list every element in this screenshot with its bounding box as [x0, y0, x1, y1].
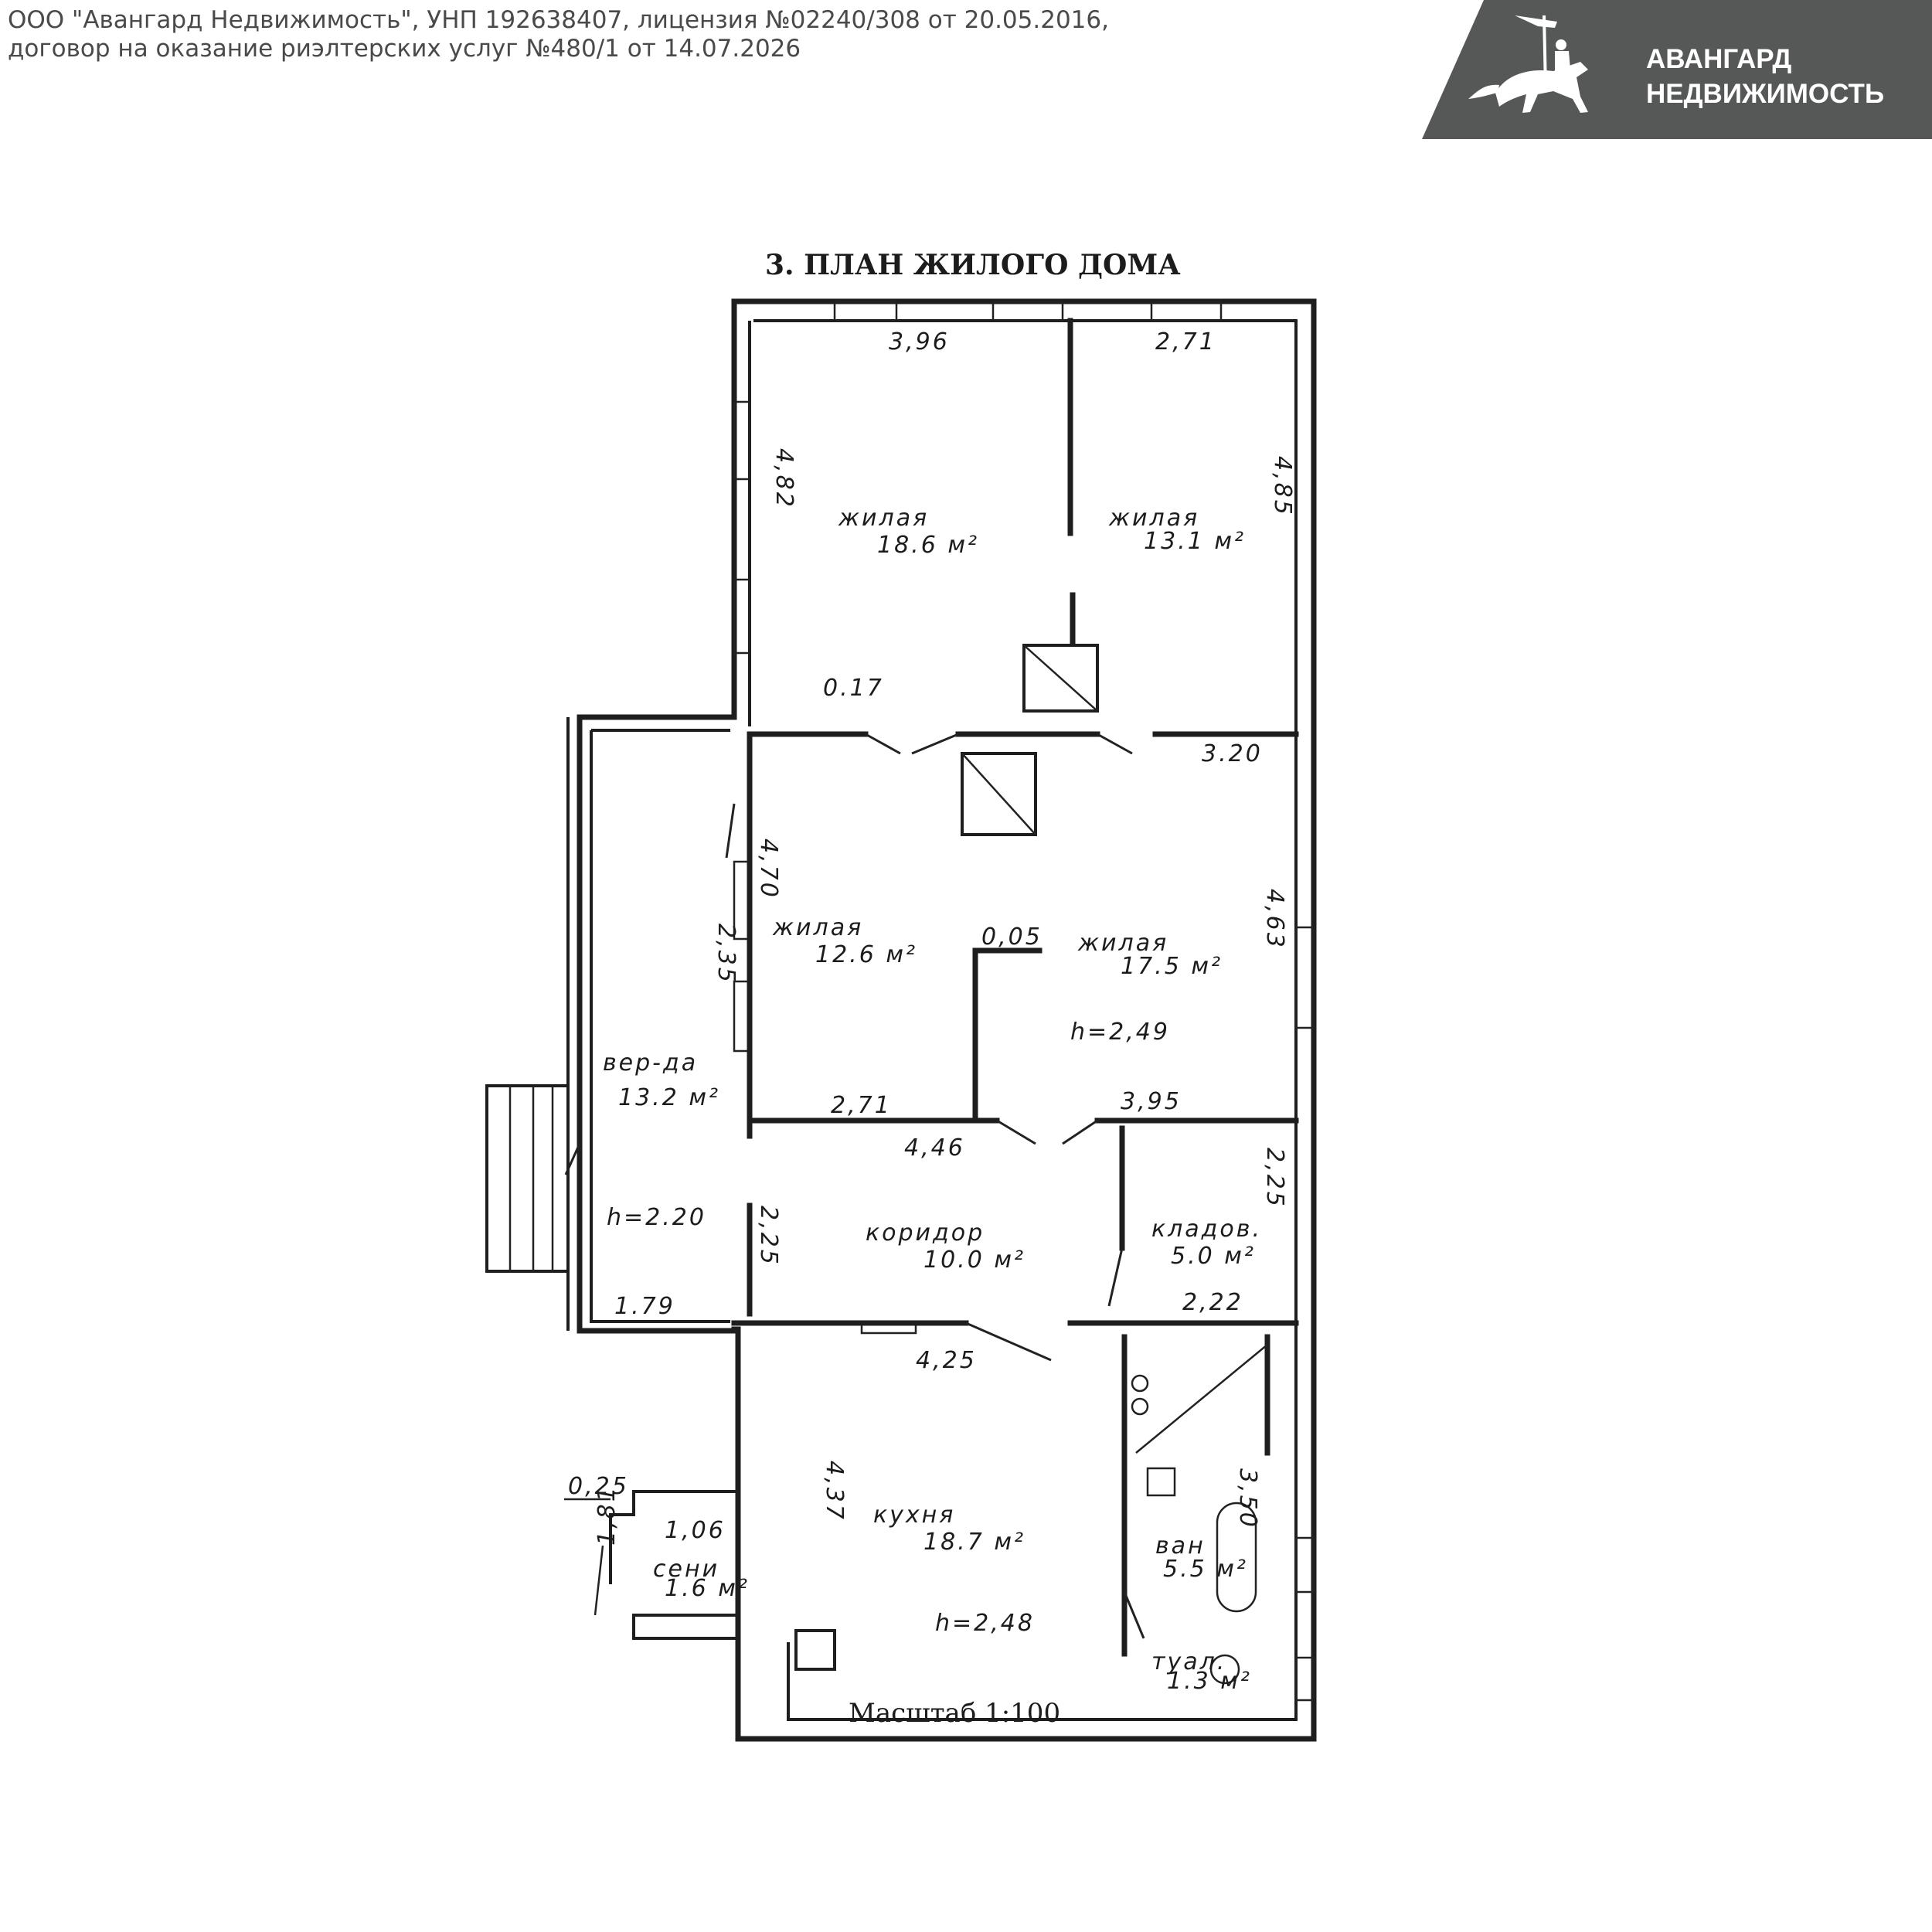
- logo-line-2: НЕДВИЖИМОСТЬ: [1646, 79, 1884, 109]
- room-name: жилая: [838, 505, 929, 532]
- room-area: 18.6 м²: [877, 532, 979, 559]
- license-line: ООО "Авангард Недвижимость", УНП 1926384…: [8, 6, 1109, 34]
- stoves: [794, 644, 1099, 1671]
- agency-logo[interactable]: АВАНГАРД НЕДВИЖИМОСТЬ: [1422, 0, 1932, 139]
- dimension: 1,81: [594, 1485, 621, 1546]
- room-height: h=2,49: [1070, 1019, 1170, 1046]
- dimension: 4,85: [1269, 456, 1296, 517]
- bathroom-fixtures: [1131, 1344, 1268, 1685]
- dimension: 1.79: [614, 1293, 675, 1320]
- plan-title: 3. ПЛАН ЖИЛОГО ДОМА: [765, 249, 1181, 281]
- logo-line-1: АВАНГАРД: [1646, 44, 1791, 74]
- room-name: жилая: [1108, 505, 1199, 532]
- room-name: коридор: [866, 1219, 985, 1247]
- dimension: 2,25: [755, 1206, 782, 1267]
- dimension-labels: 3,96 2,71 4,82 4,85 0.17 3.20 4,70 2,35 …: [568, 328, 1296, 1546]
- dimension: 4,25: [916, 1347, 977, 1374]
- room-name: кухня: [873, 1502, 955, 1529]
- room-area: 5.5 м²: [1163, 1556, 1248, 1583]
- room-area: 5.0 м²: [1171, 1243, 1256, 1270]
- contract-line: договор на оказание риэлтерских услуг №4…: [8, 35, 801, 63]
- knight-on-horse-icon: [1468, 15, 1588, 113]
- room-height: h=2.20: [607, 1204, 706, 1231]
- room-area: 13.1 м²: [1144, 528, 1246, 555]
- room-area: 18.7 м²: [923, 1529, 1026, 1556]
- scale-label: Масштаб 1:100: [849, 1698, 1060, 1729]
- room-name: вер-да: [603, 1049, 698, 1077]
- dimension: 2,71: [831, 1092, 892, 1119]
- dimension: 4,46: [904, 1134, 965, 1162]
- porch-steps: [485, 1084, 570, 1273]
- room-name: жилая: [1077, 930, 1168, 957]
- interior-walls: [731, 318, 1299, 1657]
- dimension: 2,22: [1182, 1289, 1243, 1316]
- room-name: ван: [1155, 1532, 1206, 1560]
- room-height: h=2,48: [935, 1610, 1035, 1637]
- dimension: 3,95: [1121, 1088, 1182, 1115]
- dimension: 0.17: [823, 675, 884, 702]
- dimension: 3,50: [1234, 1468, 1261, 1529]
- dimension: 0,05: [981, 923, 1043, 951]
- room-area: 1.6 м²: [665, 1575, 750, 1602]
- dimension: 4,37: [821, 1461, 848, 1522]
- room-area: 1.3 м²: [1167, 1668, 1252, 1695]
- room-area: 17.5 м²: [1121, 953, 1223, 980]
- room-area: 13.2 м²: [618, 1084, 720, 1111]
- dimension: 3.20: [1202, 740, 1263, 767]
- dimension: 2,25: [1261, 1148, 1288, 1209]
- dimension: 4,82: [770, 448, 798, 509]
- room-name: кладов.: [1151, 1216, 1262, 1243]
- windows: [733, 300, 1315, 1702]
- dimension: 3,96: [889, 328, 950, 355]
- room-name: туал.: [1151, 1648, 1226, 1675]
- dimension: 2,35: [713, 923, 740, 985]
- dimension: 0,25: [568, 1473, 629, 1500]
- room-labels: жилая 18.6 м² жилая 13.1 м² жилая 12.6 м…: [603, 505, 1262, 1695]
- room-area: 12.6 м²: [815, 941, 917, 968]
- dimension: 4,63: [1261, 889, 1288, 950]
- agency-license-header: ООО "Авангард Недвижимость", УНП 1926384…: [8, 6, 1109, 63]
- dimension: 2,71: [1155, 328, 1216, 355]
- room-name: сени: [653, 1556, 719, 1583]
- dimension: 4,70: [755, 838, 782, 900]
- dimension: 1,06: [665, 1517, 726, 1544]
- room-area: 10.0 м²: [923, 1247, 1026, 1274]
- room-name: жилая: [772, 914, 863, 941]
- doors: [564, 733, 1145, 1639]
- entrance-vestibule: [564, 1490, 738, 1640]
